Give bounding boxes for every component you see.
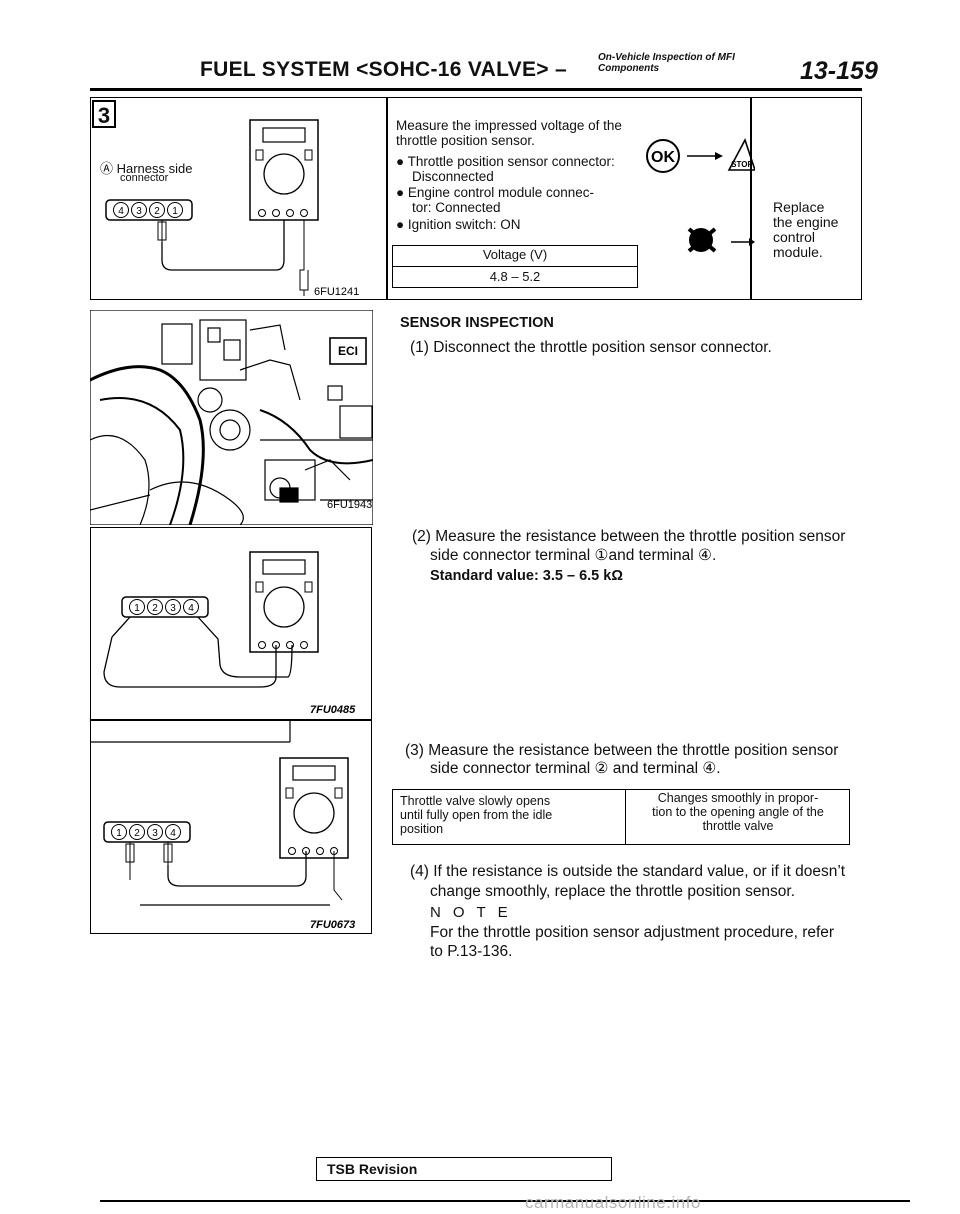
- step-2-line-2: side connector terminal ①and terminal ④.: [430, 547, 717, 564]
- section-heading: SENSOR INSPECTION: [400, 315, 554, 331]
- harness-sublabel: connector: [120, 172, 169, 184]
- pin-3: 3: [136, 206, 142, 217]
- pin-2: 2: [152, 603, 158, 614]
- page-number: 13-159: [800, 57, 878, 85]
- watermark: carmanualsonline.info: [525, 1193, 701, 1212]
- step-table: [90, 97, 862, 300]
- figure-resistance-2: [90, 720, 372, 934]
- step-number-badge: 3: [92, 100, 116, 128]
- figure-resistance-1: [90, 527, 372, 720]
- note-line-2: to P.13-136.: [430, 943, 513, 960]
- note-label: NOTE: [430, 904, 520, 921]
- header-rule: [90, 88, 862, 91]
- voltage-value: 4.8 – 5.2: [489, 269, 541, 284]
- resistance-diagram-1: 1 2 3 4 7FU0485: [103, 551, 356, 716]
- pin-4: 4: [170, 828, 176, 839]
- pin-3: 3: [170, 603, 176, 614]
- figure-code-3: 7FU0673: [310, 919, 355, 931]
- pin-1: 1: [172, 206, 178, 217]
- resistance-condition: Throttle valve slowly opens until fully …: [400, 794, 553, 836]
- voltage-header: Voltage (V): [482, 247, 548, 262]
- step-2-line-1: (2) Measure the resistance between the t…: [412, 528, 846, 545]
- stop-label: STOP: [731, 160, 753, 169]
- note-line-1: For the throttle position sensor adjustm…: [430, 924, 835, 941]
- step-1-text: (1) Disconnect the throttle position sen…: [410, 339, 772, 356]
- result-symbols: OK STOP: [646, 137, 755, 253]
- ok-circle: [646, 139, 680, 173]
- resistance-result: Changes smoothly in propor- tion to the …: [652, 791, 824, 833]
- bullet-2: ● Engine control module connec-: [396, 185, 595, 200]
- step-table-divider-right: [750, 97, 752, 300]
- pin-4: 4: [188, 603, 194, 614]
- ok-label: OK: [651, 149, 675, 166]
- harness-label: Ⓐ Harness side: [100, 161, 193, 176]
- section-title: FUEL SYSTEM <SOHC-16 VALVE> –: [200, 58, 567, 81]
- pin-4: 4: [118, 206, 124, 217]
- subtitle-line-1: On-Vehicle Inspection of MFI: [598, 52, 735, 63]
- footer-rule: [100, 1200, 910, 1202]
- pin-1: 1: [116, 828, 122, 839]
- step-4-line-1: (4) If the resistance is outside the sta…: [410, 863, 846, 880]
- figure-code-photo: 6FU1943: [327, 499, 372, 511]
- step-4-line-2: change smoothly, replace the throttle po…: [430, 883, 796, 900]
- resistance-table: [392, 789, 850, 845]
- figure-code-2: 7FU0485: [310, 704, 356, 716]
- section-subtitle: On-Vehicle Inspection of MFI Components: [598, 52, 735, 74]
- tsb-revision-box: TSB Revision: [316, 1157, 612, 1181]
- resistance-diagram-2: 1 2 3 4 7FU0673: [90, 720, 355, 931]
- eci-label: ECI: [338, 344, 358, 358]
- voltage-diagram: 4 3 2 1 6FU1241: [105, 119, 359, 298]
- step-3-line-1: (3) Measure the resistance between the t…: [405, 742, 839, 759]
- pin-1: 1: [134, 603, 140, 614]
- standard-value: Standard value: 3.5 – 6.5 kΩ: [430, 568, 623, 584]
- bullet-1-cont: Disconnected: [412, 169, 494, 184]
- replace-note: Replace the engine control module.: [773, 199, 839, 260]
- bullet-2-cont: tor: Connected: [412, 200, 501, 215]
- subtitle-line-2: Components: [598, 63, 660, 74]
- step-instruction: Measure the impressed voltage of the thr…: [396, 118, 622, 148]
- stop-warning-icon: [727, 137, 755, 171]
- step-3-line-2: side connector terminal ② and terminal ④…: [430, 760, 721, 777]
- engine-photo: ECI 6FU1943: [90, 310, 373, 525]
- pin-3: 3: [152, 828, 158, 839]
- step-table-divider: [386, 97, 388, 300]
- voltage-table-rule: [392, 266, 638, 267]
- resistance-table-divider: [625, 789, 626, 845]
- pin-2: 2: [134, 828, 140, 839]
- bullet-3: ● Ignition switch: ON: [396, 217, 521, 232]
- pin-2: 2: [154, 206, 160, 217]
- figure-code-1: 6FU1241: [314, 286, 359, 298]
- bullet-1: ● Throttle position sensor connector:: [396, 154, 615, 169]
